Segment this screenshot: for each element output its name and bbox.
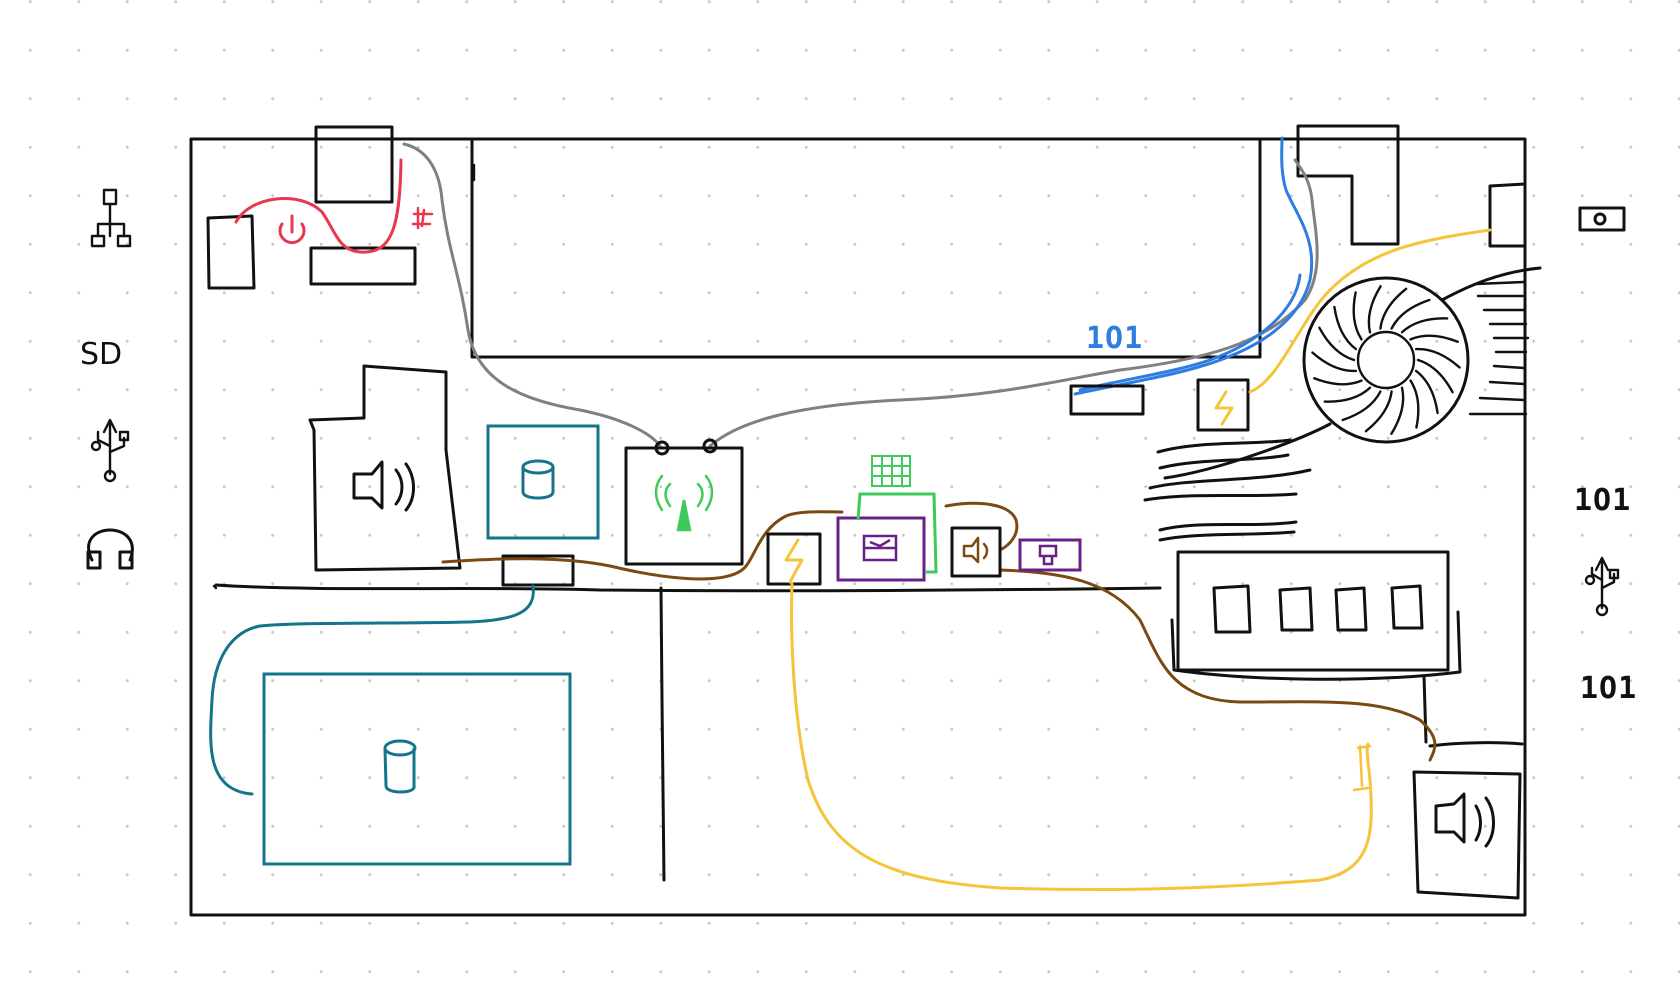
fan-blade <box>1313 377 1363 386</box>
green-housing <box>856 492 938 574</box>
database-icon-upper <box>521 459 555 500</box>
fan-blade <box>1390 298 1431 330</box>
board-divider <box>214 583 1162 593</box>
fan-blade <box>1341 390 1382 422</box>
antenna-connector-right <box>702 438 718 454</box>
database-box-lower <box>262 672 572 866</box>
top-panel <box>470 137 1262 359</box>
fan-icon <box>1163 266 1542 480</box>
database-icon-lower <box>383 739 417 794</box>
fan-blade <box>1311 351 1358 373</box>
fan-blade <box>1414 369 1439 415</box>
lower-right-speaker-housing <box>1412 770 1522 900</box>
small-connector <box>1069 384 1145 416</box>
grey-wire-left <box>402 142 662 448</box>
audio-wire <box>441 510 844 581</box>
audio-wire-right <box>944 501 1437 762</box>
ram-lead <box>1422 674 1428 744</box>
top-left-bracket <box>314 125 394 204</box>
fan-vent-top <box>1440 266 1542 302</box>
heat-pipe <box>1143 438 1312 542</box>
speaker-icon-small <box>962 536 989 564</box>
ram-slot <box>1170 610 1462 681</box>
fan-blade <box>1379 287 1408 330</box>
fan-blade <box>1400 317 1449 334</box>
speaker-icon-lower-right <box>1434 792 1495 848</box>
fan-blade <box>1364 390 1393 433</box>
purple-chip-module <box>1018 538 1082 572</box>
fan-blade <box>1352 291 1363 341</box>
speaker-icon-left <box>352 460 415 512</box>
purple-display-module <box>836 516 926 582</box>
blue-wire-strand <box>1078 273 1302 392</box>
antenna-connector-left <box>654 440 670 456</box>
fan-duct-bottom <box>1163 422 1332 480</box>
right-edge-block <box>1488 182 1527 248</box>
blue-wire <box>1073 136 1314 396</box>
speaker-box-small <box>950 526 1002 578</box>
top-right-bracket <box>1296 124 1400 246</box>
fan-blade <box>1414 347 1461 369</box>
grey-wire-right <box>708 158 1319 448</box>
red-connector-pad <box>309 246 417 286</box>
divider-end <box>212 584 218 590</box>
camera-icon <box>1578 206 1626 232</box>
wifi-module <box>624 446 744 566</box>
usb-icon-left <box>90 418 130 483</box>
lightning-block-upper-right <box>1196 378 1250 432</box>
yellow-connector-icon <box>1352 744 1372 792</box>
sd-card-icon: SD <box>80 337 122 372</box>
keypad-icon <box>871 455 911 487</box>
power-wire <box>234 158 403 254</box>
lightning-icon-center <box>784 538 804 584</box>
yellow-wire-top <box>1248 228 1492 394</box>
lower-right-rail <box>1428 741 1524 748</box>
vertical-divider <box>659 586 666 882</box>
fan-blade <box>1367 285 1382 334</box>
fan-vents <box>1468 280 1530 416</box>
database-box-upper <box>486 424 600 540</box>
teal-connector-pad <box>501 554 575 587</box>
blue-binary-label: 1O1 <box>1086 321 1143 356</box>
binary-port-icon-upper: 1O1 <box>1574 483 1631 518</box>
wifi-antenna-icon <box>654 474 714 532</box>
fan-blade <box>1409 379 1420 429</box>
red-connector-icon <box>411 206 434 230</box>
ram-module-icon <box>1176 550 1450 672</box>
fan-blade <box>1323 386 1372 403</box>
fan-blades <box>1311 285 1461 435</box>
fan-blade <box>1409 334 1459 343</box>
fan-blade <box>1390 386 1405 435</box>
fan-blade <box>1333 305 1358 351</box>
left-speaker-housing <box>308 364 462 572</box>
display-module-icon <box>862 534 898 562</box>
fan-blade <box>1416 358 1454 394</box>
headphones-icon <box>86 528 134 570</box>
fan-blade <box>1318 326 1356 362</box>
teal-wire <box>209 584 535 796</box>
binary-port-icon-lower: 1O1 <box>1580 671 1637 706</box>
yellow-wire-long <box>790 582 1373 892</box>
lightning-block-center <box>766 532 822 586</box>
ram-chips <box>1212 584 1424 634</box>
power-button-icon <box>278 214 306 245</box>
left-edge-block <box>206 214 256 290</box>
lightning-icon-upper-right <box>1214 390 1234 426</box>
laptop-outline <box>189 137 1527 917</box>
chip-icon <box>1038 544 1058 566</box>
usb-icon-right <box>1584 556 1620 617</box>
network-icon <box>90 188 132 248</box>
